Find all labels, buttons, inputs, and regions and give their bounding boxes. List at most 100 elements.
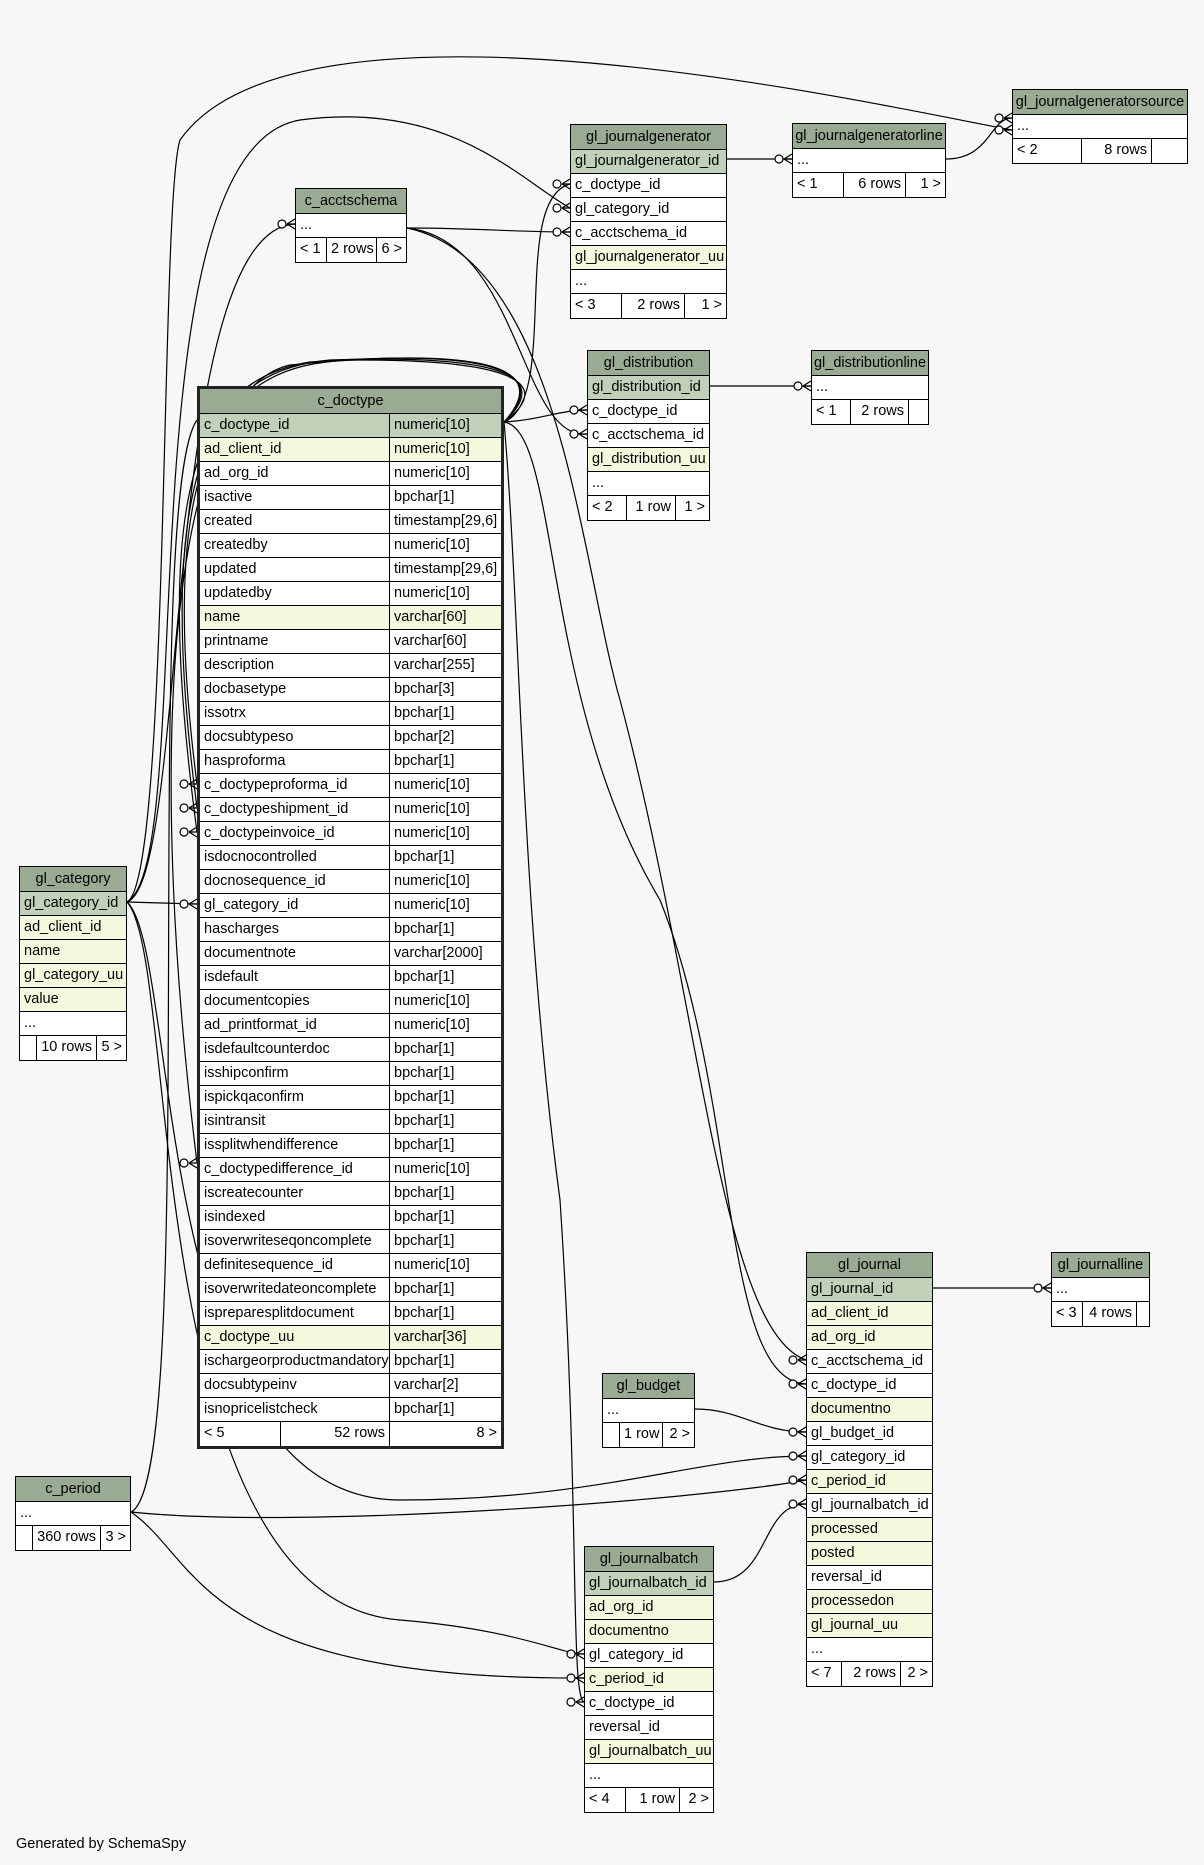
column-row[interactable]: ...	[588, 472, 709, 496]
column-row[interactable]: gl_category_id	[585, 1644, 713, 1668]
column-row[interactable]: ...	[793, 149, 945, 173]
column-row[interactable]: processed	[807, 1518, 932, 1542]
column-row[interactable]: gl_journalgenerator_uu	[571, 246, 726, 270]
parents-count[interactable]: < 2	[592, 499, 613, 515]
parents-count[interactable]: < 3	[575, 297, 596, 313]
column-row[interactable]: gl_journal_id	[807, 1278, 932, 1302]
column-row[interactable]: processedon	[807, 1590, 932, 1614]
children-count[interactable]: 2 >	[900, 1662, 932, 1686]
column-row[interactable]: gl_journal_uu	[807, 1614, 932, 1638]
column-row[interactable]: gl_category_id	[571, 198, 726, 222]
children-count[interactable]: 2 >	[679, 1788, 713, 1812]
column-row[interactable]: gl_journalbatch_id	[585, 1572, 713, 1596]
table-title[interactable]: c_doctype	[200, 389, 501, 414]
column-row[interactable]: ...	[1052, 1278, 1149, 1302]
column-row[interactable]: ...	[807, 1638, 932, 1662]
column-row[interactable]: gl_category_id	[807, 1446, 932, 1470]
column-row[interactable]: ...	[296, 214, 406, 238]
children-count[interactable]: 1 >	[684, 294, 726, 318]
column-row[interactable]: gl_category_uu	[20, 964, 126, 988]
column-row[interactable]: ...	[812, 376, 928, 400]
column-row[interactable]: documentno	[585, 1620, 713, 1644]
column-row[interactable]: ...	[585, 1764, 713, 1788]
children-count[interactable]	[1151, 139, 1187, 163]
children-count[interactable]: 6 >	[376, 238, 406, 262]
parents-count[interactable]: < 1	[300, 241, 321, 257]
children-count[interactable]	[1136, 1302, 1149, 1326]
table-title[interactable]: gl_journalgeneratorsource	[1013, 90, 1187, 115]
table-title[interactable]: gl_journalgenerator	[571, 125, 726, 150]
column-row[interactable]: gl_journalbatch_id	[807, 1494, 932, 1518]
column-row[interactable]: ...	[571, 270, 726, 294]
column-row[interactable]: gl_journalbatch_uu	[585, 1740, 713, 1764]
children-count[interactable]: 1 >	[905, 173, 945, 197]
parents-count[interactable]: < 1	[816, 403, 837, 419]
table-title[interactable]: gl_journalgeneratorline	[793, 124, 945, 149]
column-row[interactable]: gl_journalgenerator_id	[571, 150, 726, 174]
parents-count[interactable]: < 1	[797, 176, 818, 192]
table-title[interactable]: gl_category	[20, 867, 126, 892]
column-row[interactable]: c_doctype_id	[588, 400, 709, 424]
column-row[interactable]: c_acctschema_id	[571, 222, 726, 246]
children-count[interactable]: 5 >	[96, 1036, 126, 1060]
table-title[interactable]: gl_distribution	[588, 351, 709, 376]
children-count[interactable]: 1 >	[675, 496, 709, 520]
table-title[interactable]: gl_distributionline	[812, 351, 928, 376]
children-count[interactable]: 2 >	[662, 1423, 694, 1447]
column-row[interactable]: ...	[20, 1012, 126, 1036]
column-row[interactable]: value	[20, 988, 126, 1012]
column-row[interactable]: ad_client_id	[20, 916, 126, 940]
column-row[interactable]: gl_budget_id	[807, 1422, 932, 1446]
column-row[interactable]: gl_category_id	[20, 892, 126, 916]
table-title[interactable]: c_period	[16, 1477, 130, 1502]
column-row[interactable]: gl_distribution_uu	[588, 448, 709, 472]
parents-count[interactable]	[20, 1036, 36, 1060]
column-row[interactable]: posted	[807, 1542, 932, 1566]
parents-count[interactable]	[603, 1423, 619, 1447]
parents-count[interactable]: < 7	[811, 1665, 832, 1681]
table-title[interactable]: c_acctschema	[296, 189, 406, 214]
column-row[interactable]: reversal_id	[807, 1566, 932, 1590]
table-title[interactable]: gl_journalbatch	[585, 1547, 713, 1572]
column-row[interactable]: documentno	[807, 1398, 932, 1422]
